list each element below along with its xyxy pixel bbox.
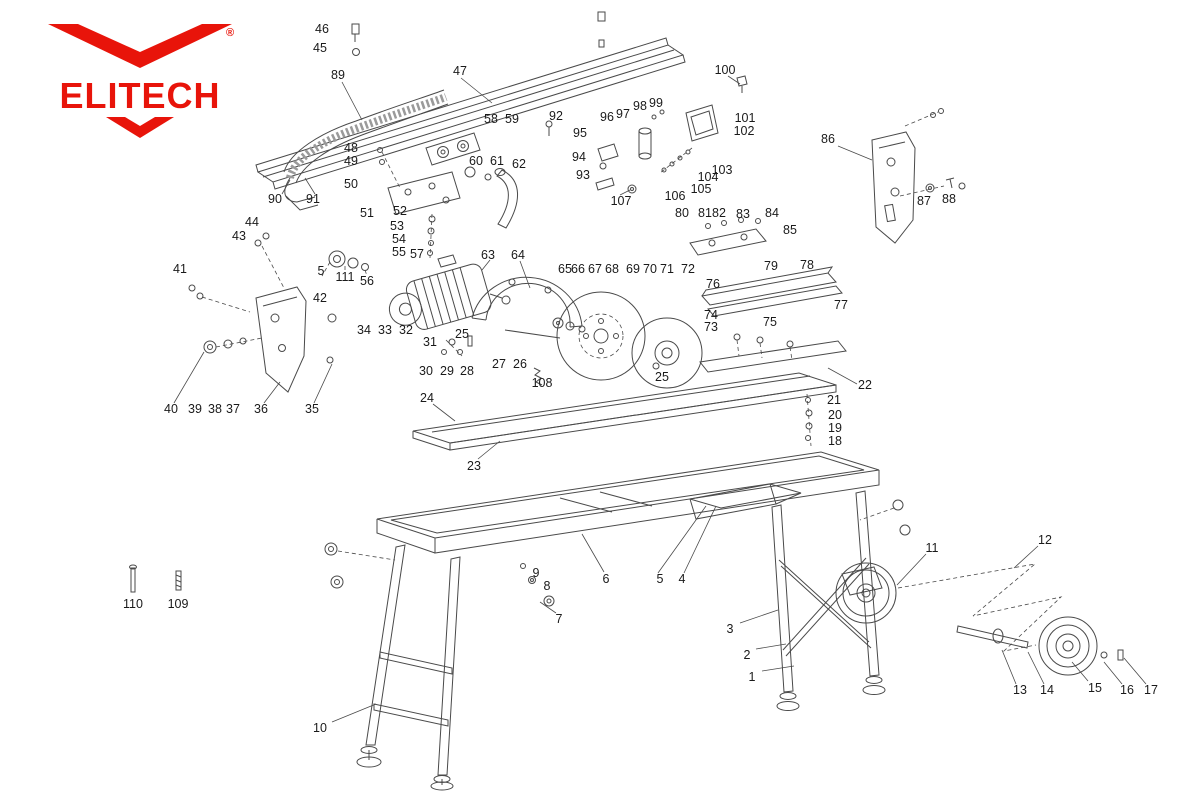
saw-blade (556, 291, 646, 381)
fastener-column (427, 213, 457, 268)
assembly-path-dashed (897, 563, 1063, 652)
stand-bracket-left (188, 232, 337, 393)
logo-registered-mark: ® (226, 27, 234, 39)
spring-clip (533, 367, 543, 386)
frame-fasteners-left (324, 499, 911, 607)
motor-fasteners (441, 335, 473, 357)
pins (129, 564, 182, 593)
feet (356, 676, 886, 791)
axle-rod (956, 625, 1029, 649)
cable-chain (283, 89, 449, 211)
fence-assembly (689, 217, 843, 317)
wheel-assembly-right (1038, 616, 1124, 676)
fasteners-top (351, 11, 606, 136)
elitech-logo: ELITECH ® (44, 20, 236, 140)
bearing-set (321, 250, 369, 277)
guide-rail (255, 37, 686, 190)
support-bar (699, 333, 847, 373)
outer-flange-plate (631, 317, 703, 389)
frame-fasteners-right (805, 393, 813, 447)
stand-bracket-right (871, 108, 966, 244)
wheel-assembly-left (835, 562, 897, 624)
leader-lines (173, 75, 1147, 723)
blade-guard (471, 276, 583, 339)
mount-plate (377, 147, 461, 215)
legs (365, 490, 880, 776)
logo-bottom-chevron-icon (106, 117, 174, 138)
pump-parts-cluster (595, 75, 748, 194)
cutting-table (412, 372, 837, 451)
logo-top-chevron-icon (48, 24, 232, 68)
logo-wordmark: ELITECH (59, 75, 220, 116)
handle (464, 166, 519, 229)
water-tray (689, 483, 802, 520)
motor (388, 263, 511, 330)
main-frame (376, 451, 880, 554)
carriage (425, 132, 481, 166)
